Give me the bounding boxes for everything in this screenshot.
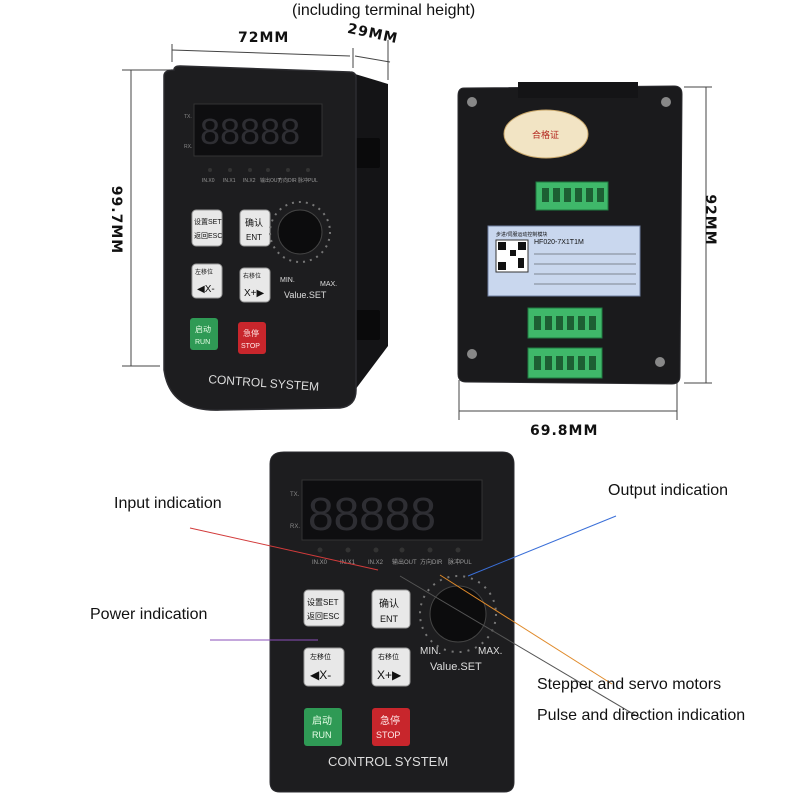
svg-text:CONTROL SYSTEM: CONTROL SYSTEM bbox=[328, 754, 448, 769]
top-caption: (including terminal height) bbox=[292, 2, 476, 19]
svg-text:RUN: RUN bbox=[195, 339, 210, 346]
svg-text:X+▶: X+▶ bbox=[377, 668, 402, 682]
svg-text:设置SET: 设置SET bbox=[307, 597, 339, 607]
svg-text:X+▶: X+▶ bbox=[244, 288, 265, 299]
svg-text:启动: 启动 bbox=[195, 324, 211, 334]
seven-seg-display: 88888 bbox=[200, 111, 300, 152]
dim-width-back: 69.8MM bbox=[530, 423, 599, 439]
svg-text:TX.: TX. bbox=[290, 492, 300, 498]
svg-text:88888: 88888 bbox=[308, 488, 436, 540]
svg-text:IN.X0: IN.X0 bbox=[202, 178, 215, 184]
front-device-bottom: TX. RX. 88888 IN.X0 IN.X1 IN.X2 输出OUT 方向… bbox=[269, 451, 515, 793]
svg-text:HF020-7X1T1M: HF020-7X1T1M bbox=[534, 239, 584, 246]
svg-text:RX.: RX. bbox=[290, 524, 300, 530]
svg-text:脉冲PUL: 脉冲PUL bbox=[298, 177, 318, 184]
svg-text:IN.X2: IN.X2 bbox=[243, 178, 256, 184]
front-device-top: TX. RX. 88888 IN.X0 IN.X1 IN.X2 输出OUT 方向… bbox=[163, 65, 388, 411]
rx-label: RX. bbox=[184, 144, 192, 150]
svg-text:方向DIR: 方向DIR bbox=[420, 558, 443, 566]
dim-width-front: 72MM bbox=[238, 30, 290, 46]
annotation-output: Output indication bbox=[608, 482, 729, 499]
svg-text:返回ESC: 返回ESC bbox=[194, 232, 222, 240]
svg-text:Value.SET: Value.SET bbox=[284, 290, 327, 300]
annotation-power: Power indication bbox=[90, 606, 208, 623]
svg-text:急停: 急停 bbox=[243, 328, 259, 338]
svg-text:ENT: ENT bbox=[380, 614, 399, 624]
svg-text:右移位: 右移位 bbox=[243, 272, 261, 280]
svg-text:脉冲PUL: 脉冲PUL bbox=[448, 558, 472, 566]
svg-text:ENT: ENT bbox=[246, 233, 262, 242]
svg-text:输出OUT: 输出OUT bbox=[260, 177, 281, 184]
svg-text:左移位: 左移位 bbox=[310, 652, 331, 661]
annotation-input: Input indication bbox=[114, 495, 222, 512]
svg-text:步进/伺服运动控制模块: 步进/伺服运动控制模块 bbox=[496, 231, 547, 238]
cert-text: 合格证 bbox=[532, 129, 559, 140]
svg-text:Value.SET: Value.SET bbox=[430, 661, 482, 673]
svg-text:◀X-: ◀X- bbox=[197, 284, 215, 295]
svg-text:STOP: STOP bbox=[241, 343, 260, 350]
svg-text:◀X-: ◀X- bbox=[310, 668, 331, 682]
annotation-pulse: Pulse and direction indication bbox=[537, 707, 746, 724]
annotation-stepper: Stepper and servo motors bbox=[537, 676, 722, 693]
svg-text:输出OUT: 输出OUT bbox=[392, 558, 417, 566]
svg-text:MAX.: MAX. bbox=[478, 646, 502, 657]
back-device: 合格证 步进/伺服运动控制模块 HF020-7X1T1M bbox=[457, 82, 683, 385]
svg-text:MAX.: MAX. bbox=[320, 281, 337, 288]
tx-label: TX. bbox=[184, 114, 192, 120]
svg-text:设置SET: 设置SET bbox=[194, 217, 222, 226]
svg-text:RUN: RUN bbox=[312, 730, 332, 740]
svg-text:确认: 确认 bbox=[379, 597, 399, 610]
svg-text:MIN.: MIN. bbox=[420, 646, 441, 657]
svg-text:急停: 急停 bbox=[380, 714, 400, 727]
svg-text:MIN.: MIN. bbox=[280, 277, 295, 284]
svg-text:方向DIR: 方向DIR bbox=[278, 177, 297, 184]
svg-text:返回ESC: 返回ESC bbox=[307, 612, 340, 621]
svg-text:IN.X2: IN.X2 bbox=[368, 560, 384, 566]
svg-text:左移位: 左移位 bbox=[195, 268, 213, 276]
svg-text:STOP: STOP bbox=[376, 730, 400, 740]
svg-text:启动: 启动 bbox=[312, 714, 332, 727]
svg-text:确认: 确认 bbox=[245, 217, 263, 228]
svg-text:IN.X0: IN.X0 bbox=[312, 560, 328, 566]
svg-text:右移位: 右移位 bbox=[378, 652, 399, 661]
svg-text:IN.X1: IN.X1 bbox=[223, 178, 236, 184]
